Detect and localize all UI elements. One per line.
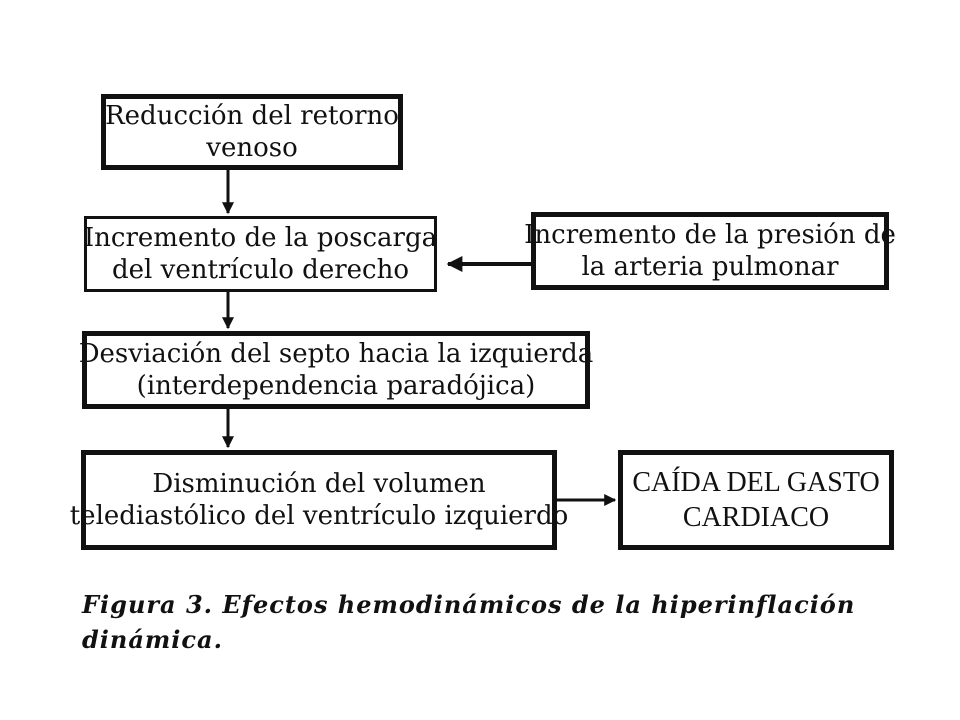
node-text-line: telediastólico del ventrículo izquierdo <box>69 501 569 531</box>
node-text-line: la arteria pulmonar <box>581 252 839 282</box>
node-text-line: Incremento de la presión de <box>524 219 896 250</box>
node-text-line: Disminución del volumen <box>152 468 486 499</box>
node-text-line: CARDIACO <box>682 502 830 533</box>
node-desviacion-septo: Desviación del septo hacia la izquierda … <box>79 331 593 409</box>
node-incremento-presion-arteria-pulmonar: Incremento de la presión de la arteria p… <box>524 212 896 290</box>
node-text-line: Desviación del septo hacia la izquierda <box>78 338 594 369</box>
node-text-line: del ventrículo derecho <box>112 255 409 285</box>
node-disminucion-volumen-telediastolico: Disminución del volumen telediastólico d… <box>70 450 568 550</box>
node-text-line: (interdependencia paradójica) <box>136 371 536 401</box>
node-reduccion-retorno-venoso: Reducción del retorno venoso <box>101 94 403 170</box>
node-incremento-poscarga: Incremento de la poscarga del ventrículo… <box>84 216 437 292</box>
node-text-line: CAÍDA DEL GASTO <box>632 467 880 498</box>
node-text-line: Incremento de la poscarga <box>83 222 438 253</box>
node-text-line: Reducción del retorno <box>105 100 399 131</box>
node-text-line: venoso <box>206 133 298 163</box>
figure-caption: Figura 3. Efectos hemodinámicos de la hi… <box>82 590 856 654</box>
node-caida-gasto-cardiaco: CAÍDA DEL GASTO CARDIACO <box>618 450 894 550</box>
